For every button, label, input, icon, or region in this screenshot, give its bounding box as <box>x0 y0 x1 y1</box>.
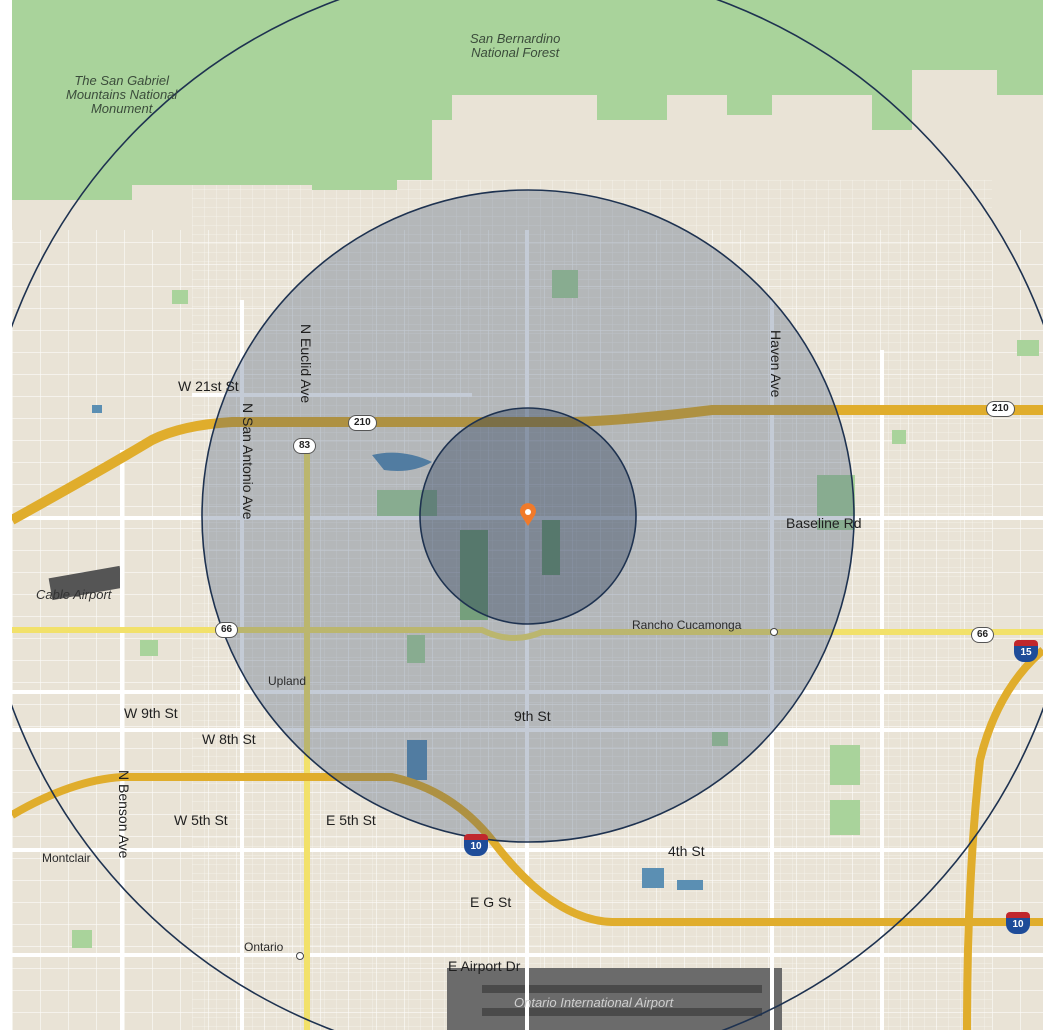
airport-runway <box>482 985 762 993</box>
water-body <box>642 868 664 888</box>
urban-fine-grid <box>192 180 992 1030</box>
park <box>542 520 560 575</box>
park <box>72 930 92 948</box>
park <box>1017 340 1039 356</box>
forest-area-west <box>12 170 132 200</box>
interstate-shield-10-right: 10 <box>1006 912 1030 934</box>
street-label-w8th: W 8th St <box>202 731 256 747</box>
street-label-w21st: W 21st St <box>178 378 239 394</box>
street-label-4th: 4th St <box>668 843 705 859</box>
water-body <box>372 452 432 471</box>
forest-label-san-bernardino: San Bernardino National Forest <box>470 31 561 60</box>
cable-airport-area <box>48 565 124 601</box>
place-label-montclair: Montclair <box>42 851 91 865</box>
street-label-eg: E G St <box>470 894 512 910</box>
street-label-n-san-antonio: N San Antonio Ave <box>240 403 256 520</box>
street-label-e5th: E 5th St <box>326 812 376 828</box>
street-label-n-euclid: N Euclid Ave <box>298 324 314 404</box>
airport-label-ontario: Ontario International Airport <box>514 995 674 1010</box>
interstate-shield-10-mid: 10 <box>464 834 488 856</box>
park <box>830 800 860 835</box>
park <box>407 635 425 663</box>
park <box>712 730 728 746</box>
water-body <box>92 405 102 413</box>
airport-label-cable: Cable Airport <box>36 587 112 602</box>
route-shield-66-left: 66 <box>215 622 239 638</box>
park <box>830 745 860 785</box>
arterial-roads <box>12 230 1043 1030</box>
route-shield-210-left: 210 <box>348 415 377 431</box>
place-dot-ontario <box>296 952 304 960</box>
park <box>377 490 437 520</box>
place-label-ontario: Ontario <box>244 940 284 954</box>
street-label-e-airport: E Airport Dr <box>448 958 521 974</box>
route-shield-83: 83 <box>293 438 317 454</box>
park <box>140 640 158 656</box>
water-body <box>677 880 703 890</box>
route-66 <box>12 627 1043 642</box>
map-pin-icon[interactable] <box>520 503 536 526</box>
street-label-n-benson: N Benson Ave <box>116 770 132 859</box>
park <box>172 290 188 304</box>
map-view[interactable]: The San Gabriel Mountains National Monum… <box>12 0 1043 1030</box>
place-label-upland: Upland <box>268 674 307 688</box>
forest-area <box>12 0 1043 190</box>
park <box>460 530 488 620</box>
place-label-rancho: Rancho Cucamonga <box>632 618 742 632</box>
interstate-15 <box>963 646 1043 1030</box>
forest-label-san-gabriel: The San Gabriel Mountains National Monum… <box>66 73 178 116</box>
street-label-baseline: Baseline Rd <box>786 515 862 531</box>
interstate-10 <box>12 773 1043 926</box>
airport-runway <box>482 1008 762 1016</box>
map-canvas[interactable] <box>12 0 1043 1030</box>
park <box>817 475 855 530</box>
park <box>892 430 906 444</box>
highway-210 <box>12 405 1043 525</box>
route-shield-66-right: 66 <box>971 627 995 643</box>
street-label-haven: Haven Ave <box>768 330 784 398</box>
interstate-shield-15: 15 <box>1014 640 1038 662</box>
street-label-9th: 9th St <box>514 708 551 724</box>
street-label-w9th: W 9th St <box>124 705 178 721</box>
water-body <box>407 740 427 780</box>
street-label-w5th: W 5th St <box>174 812 228 828</box>
route-shield-210-right: 210 <box>986 401 1015 417</box>
park <box>552 270 578 298</box>
place-dot-rancho <box>770 628 778 636</box>
airport-area <box>447 968 782 1030</box>
